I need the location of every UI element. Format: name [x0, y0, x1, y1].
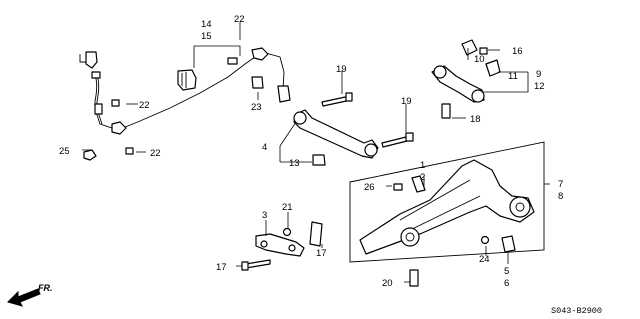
- callout-26: 26: [364, 182, 375, 193]
- sensor-harness: [79, 47, 291, 161]
- callout-20: 20: [382, 278, 393, 289]
- trailing-arm: [349, 141, 545, 263]
- callout-6: 6: [504, 278, 509, 289]
- callout-21: 21: [282, 202, 293, 213]
- callout-8: 8: [558, 191, 563, 202]
- callout-9: 9: [536, 69, 541, 80]
- callout-5: 5: [504, 266, 509, 277]
- callout-11: 11: [508, 71, 518, 82]
- callout-22-top: 22: [234, 14, 245, 25]
- callout-10: 10: [474, 54, 485, 65]
- callout-22-mid: 22: [139, 100, 150, 111]
- callouts: 14 15 22 22 22 23 25 19 19 4 13 10 16 9 …: [38, 14, 602, 316]
- front-arrow-icon: [7, 288, 41, 307]
- callout-17-right: 17: [316, 248, 327, 259]
- callout-7: 7: [558, 179, 563, 190]
- direction-label: FR.: [38, 283, 53, 293]
- callout-23: 23: [251, 102, 262, 113]
- rear-bracket: [241, 221, 419, 287]
- callout-12: 12: [534, 81, 545, 92]
- callout-19-right: 19: [401, 96, 412, 107]
- diagram-code: S043-B2900: [551, 306, 602, 316]
- callout-13: 13: [289, 158, 300, 169]
- lower-arm: [293, 92, 414, 166]
- callout-18: 18: [470, 114, 481, 125]
- callout-15: 15: [201, 31, 212, 42]
- upper-arm: [431, 39, 501, 119]
- callout-16: 16: [512, 46, 523, 57]
- callout-22-low: 22: [150, 148, 161, 159]
- leader-lines: [82, 22, 550, 283]
- callout-4: 4: [262, 142, 267, 153]
- callout-1: 1: [420, 160, 425, 171]
- callout-24: 24: [479, 254, 490, 265]
- callout-2: 2: [420, 172, 425, 183]
- callout-25: 25: [59, 146, 70, 157]
- callout-17-left: 17: [216, 262, 227, 273]
- callout-14: 14: [201, 19, 212, 30]
- callout-3: 3: [262, 210, 267, 221]
- callout-19-left: 19: [336, 64, 347, 75]
